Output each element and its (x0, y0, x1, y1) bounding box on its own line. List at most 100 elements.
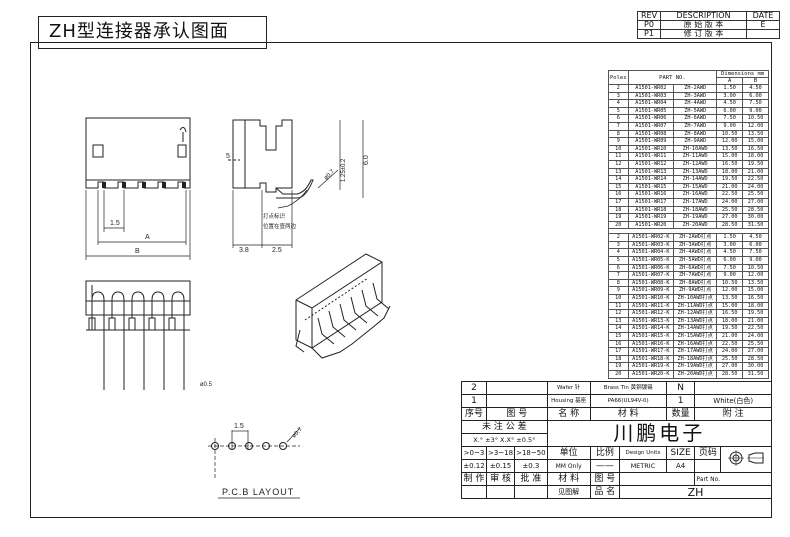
projection-symbol (720, 446, 772, 473)
tolerance-title: 未 注 公 差 (461, 420, 548, 434)
pin-view (85, 280, 191, 331)
iso-pins (317, 282, 390, 345)
iso-pin (328, 310, 346, 338)
roles-blank (619, 472, 696, 486)
bom-note: White(白色) (694, 394, 772, 408)
sign-blank (461, 485, 487, 499)
pcb-holes (211, 442, 287, 450)
tol-value: ±0.15 (485, 459, 516, 473)
parts-header-row: Poles PART NO. Dimensions mm (608, 70, 769, 85)
tolerance-range-row: >0~3 >3~18 >18~50 单位 比例 Design Units SIZ… (461, 446, 772, 473)
tolerance-line: X.° ±3° X.X° ±0.5° (461, 433, 548, 447)
bom-header-row: 序号 图 号 名 称 材 料 数量 附 注 (461, 407, 772, 421)
dim-1-5-label: 1.5 (110, 220, 120, 227)
pin-base (88, 317, 96, 331)
header-drawing-no: 图 号 (486, 407, 548, 421)
dim-1-25-label: 1.25±0.2 (341, 158, 347, 182)
parts-subheader-row: A B (609, 77, 769, 85)
dim-phi07-label: ø0.7 (323, 168, 336, 181)
front-view (85, 117, 191, 189)
iso-pin (372, 282, 390, 310)
role-approver: 批 准 (514, 472, 548, 486)
revision-row: P1 修 订 版 本 (637, 29, 780, 39)
dim-phi05-label: ø0.5 (200, 382, 213, 388)
tolerance-title-row: 未 注 公 差 川鹏电子 (461, 420, 773, 447)
dim-b-header: B (742, 77, 769, 85)
iso-pin (361, 289, 379, 317)
role-reviewer: 审 核 (485, 472, 516, 486)
design-units-value: METRIC (619, 459, 667, 473)
part-no-header: PART NO. (627, 70, 718, 85)
bom-drawing (486, 381, 548, 395)
pcb-pitch-label: 1.5 (234, 423, 244, 430)
role-material: 材 料 (546, 472, 591, 486)
pcb-caption: P.C.B LAYOUT (222, 487, 294, 497)
header-qty: 数量 (665, 407, 696, 421)
dim-5-label: 5 (226, 153, 230, 160)
bom-name: Wafer 针 (546, 381, 591, 395)
dim-2-5-label: 2.5 (272, 247, 282, 254)
pcb-hole (228, 442, 236, 450)
pin-base (108, 317, 116, 331)
part-no-label: Part No. (694, 472, 772, 486)
tolerance-value-row: ±0.12 ±0.15 ±0.3 MM Only —— METRIC A4 (461, 459, 772, 473)
pin-lead (91, 291, 105, 390)
pin-base (148, 317, 156, 331)
pcb-hole (245, 442, 253, 450)
header-name: 名 称 (546, 407, 591, 421)
projection-icon (728, 449, 765, 466)
pin-base (168, 317, 176, 331)
bom-note (694, 381, 772, 395)
dim-a-label: A (145, 234, 150, 241)
roles-row: 制 作 审 核 批 准 材 料 图 号 Part No. (461, 472, 772, 486)
pcb-hole (211, 442, 219, 450)
scale-value: —— (589, 459, 621, 473)
dim-6-0-label: 6.0 (363, 155, 370, 165)
sign-row: 见图解 品 名 ZH (461, 485, 772, 499)
header-note: 附 注 (694, 407, 772, 421)
header-seq: 序号 (461, 407, 487, 421)
pcb-layout (208, 427, 301, 499)
front-dimensions (85, 190, 191, 260)
front-pin-slot (182, 182, 186, 188)
model-no: ZH-20AWD打点 (673, 369, 718, 379)
page-value (694, 459, 722, 473)
note-position-label: 位置在壹两边 (263, 222, 297, 230)
bom-material: PA66(UL94V-0) (589, 394, 667, 408)
revision-table: REV DESCRIPTION DATE P0 原 始 版 本 E P1 修 订… (637, 11, 780, 39)
size-label: SIZE (665, 446, 696, 460)
pcb-hole (279, 442, 287, 450)
title-block: 2 Wafer 针 Brass Tin 黄铜镀锡 N 1 Housing 基座 … (461, 381, 773, 499)
pin-base (128, 317, 136, 331)
dim-b: 31.50 (742, 369, 769, 379)
page-title: ZH型连接器承认图面 (38, 16, 267, 49)
pin-lead (171, 291, 185, 390)
isometric-view (295, 253, 391, 359)
side-view (228, 119, 314, 199)
unit-value: MM Only (546, 459, 591, 473)
revision-cell (746, 29, 780, 39)
front-pin-slot (122, 182, 126, 188)
tol-range: >18~50 (514, 446, 548, 460)
sign-blank (514, 485, 548, 499)
bom-no: 1 (461, 394, 487, 408)
pcb-hole (262, 442, 270, 450)
bom-qty: N (665, 381, 696, 395)
pin-lead (111, 291, 125, 390)
parts-group-spacer (608, 228, 769, 235)
poles-header: Poles (608, 70, 629, 85)
